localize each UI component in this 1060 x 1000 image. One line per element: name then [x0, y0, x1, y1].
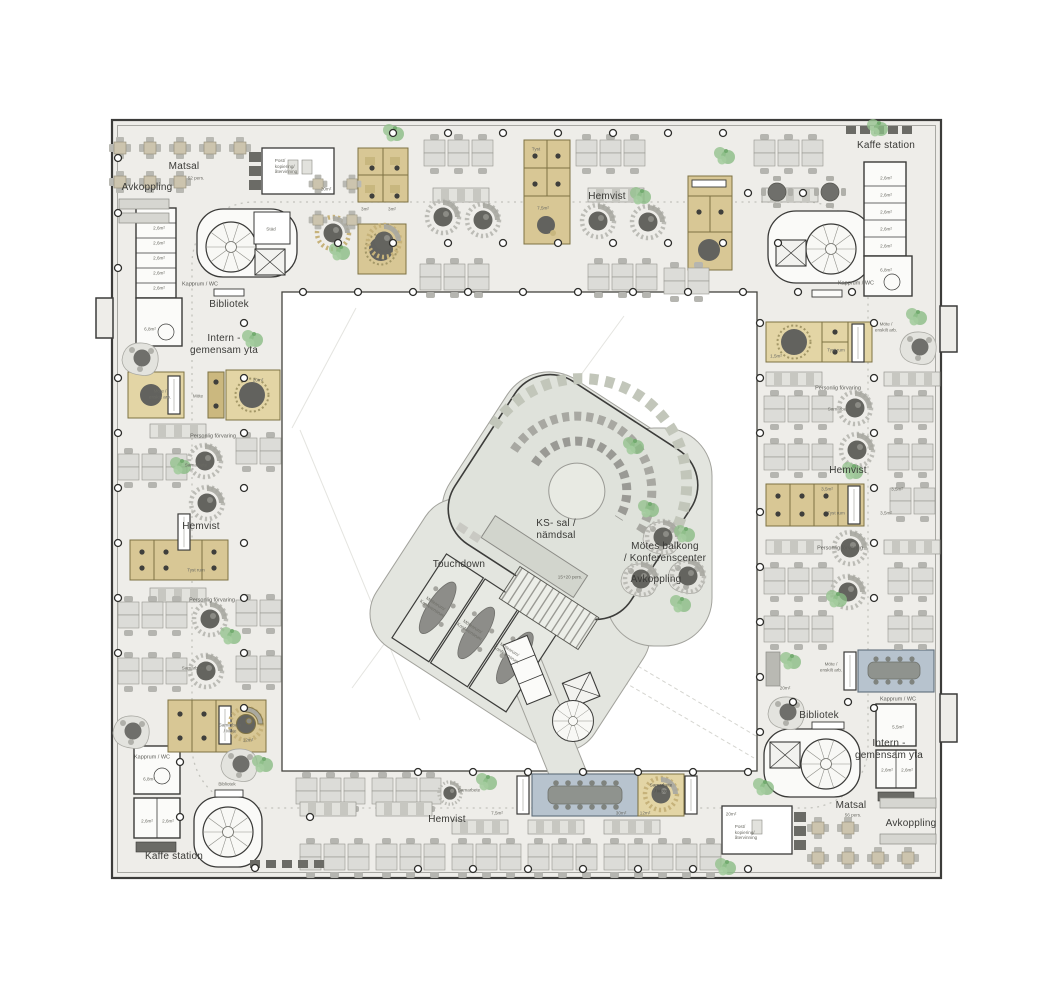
pod-top-right [687, 175, 733, 271]
bookshelf-bottom-left [214, 789, 244, 798]
central-stairs [498, 565, 600, 651]
mote-room-right [843, 649, 935, 693]
bookshelf-top-left [213, 288, 245, 297]
core-wc-cells [502, 634, 552, 706]
ks-sal-room [447, 373, 699, 621]
core-spiral-stair [552, 700, 594, 742]
pod-right-hemvist [765, 483, 865, 527]
wc-top-left [135, 207, 183, 347]
wc-top-right [811, 161, 913, 298]
central-core [369, 371, 713, 789]
stair-cores [193, 208, 873, 868]
wc-bottom-left [133, 745, 181, 853]
tan-pods [127, 139, 873, 753]
cafe-furniture [108, 126, 937, 870]
pod-left-hemvist [129, 513, 229, 581]
wc-bottom-right [875, 703, 917, 802]
pod-left-bottom [167, 699, 267, 753]
mote-room-right-top [765, 321, 873, 363]
mote-room-bottom [516, 773, 698, 817]
mote-rooms-left [127, 369, 281, 421]
bookshelf-bottom-right [811, 721, 845, 730]
pod-top-center [523, 139, 571, 245]
blue-rooms [516, 649, 935, 817]
